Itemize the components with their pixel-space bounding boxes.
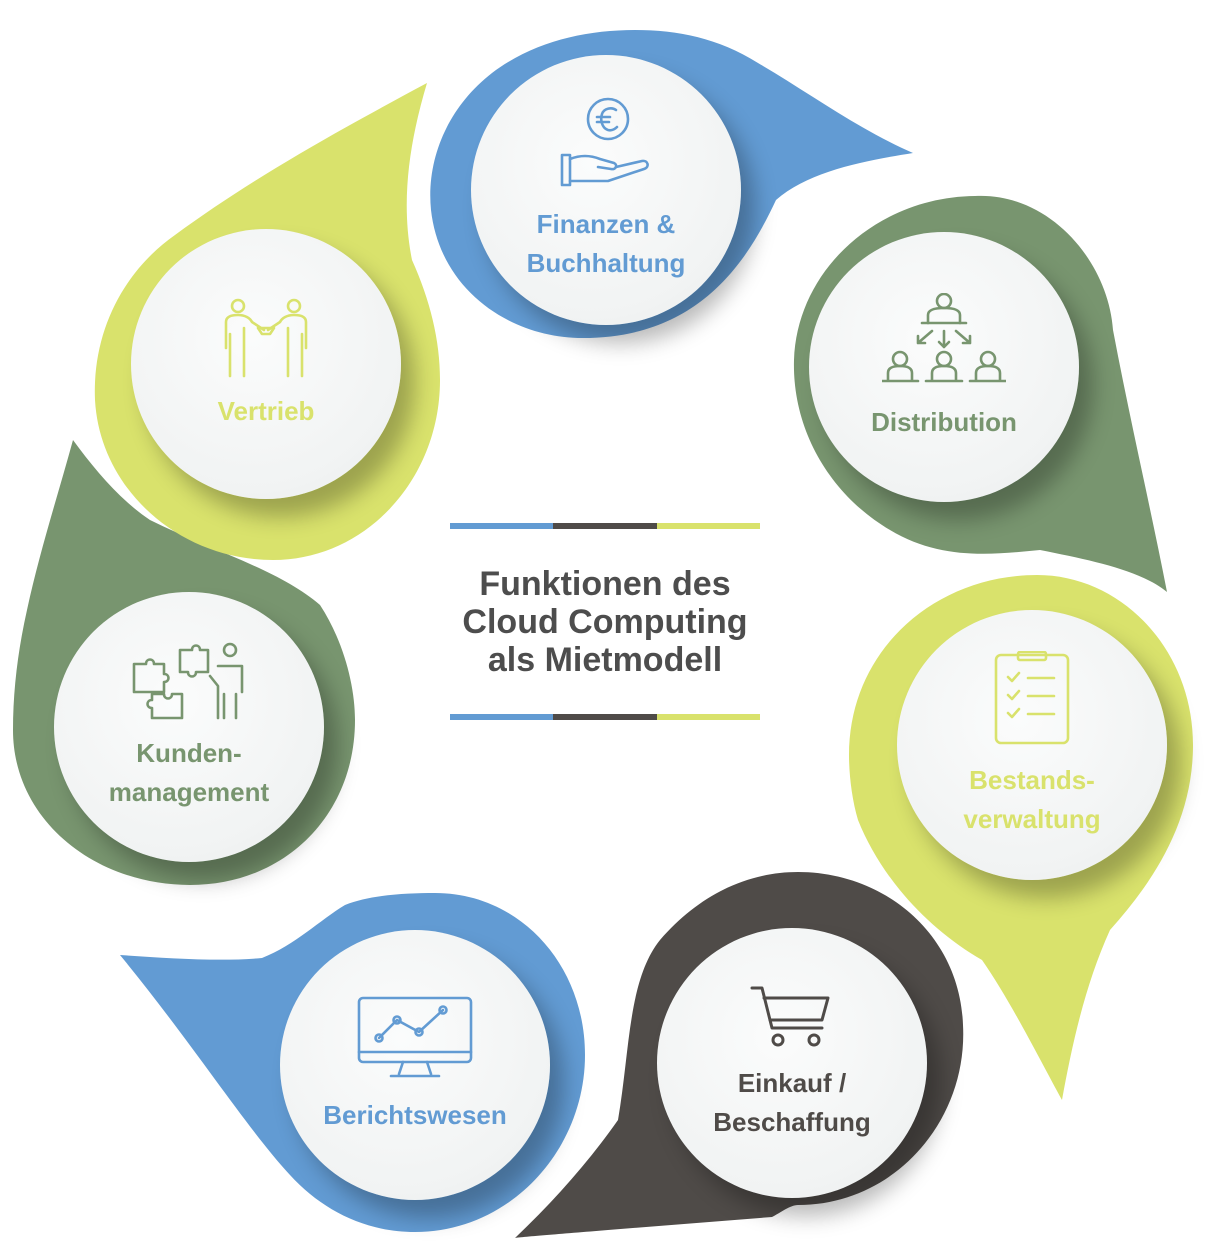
node-label: Berichtswesen: [323, 1099, 507, 1130]
divider-bottom: [450, 714, 760, 720]
node-label: Distribution: [871, 406, 1017, 437]
node-bericht: Berichtswesen: [280, 930, 550, 1200]
checklist-clipboard-icon: [994, 651, 1070, 745]
node-einkauf: Einkauf / Beschaffung: [657, 928, 927, 1198]
node-finanzen: Finanzen & Buchhaltung: [471, 55, 741, 325]
handshake-icon: [224, 298, 308, 377]
page-title: Funktionen des Cloud Computing als Mietm…: [462, 564, 748, 679]
shopping-cart-icon: [750, 986, 830, 1047]
node-label: Kunden-management: [108, 738, 270, 807]
node-distribution: Distribution: [809, 232, 1079, 502]
hierarchy-people-icon: [882, 292, 1006, 382]
node-label: Vertrieb: [217, 395, 315, 426]
node-label: Finanzen & Buchhaltung: [526, 209, 686, 278]
divider-top: [450, 523, 760, 529]
node-label: Einkauf / Beschaffung: [713, 1068, 871, 1137]
center-block: Funktionen des Cloud Computing als Mietm…: [450, 523, 760, 720]
puzzle-person-icon: [132, 642, 244, 720]
monitor-chart-icon: [357, 996, 473, 1077]
euro-hand-icon: [560, 97, 649, 187]
node-label: Bestands-verwaltung: [963, 765, 1101, 834]
node-bestand: Bestands-verwaltung: [897, 610, 1167, 880]
node-kunden: Kunden-management: [54, 592, 324, 862]
node-vertrieb: Vertrieb: [131, 229, 401, 499]
